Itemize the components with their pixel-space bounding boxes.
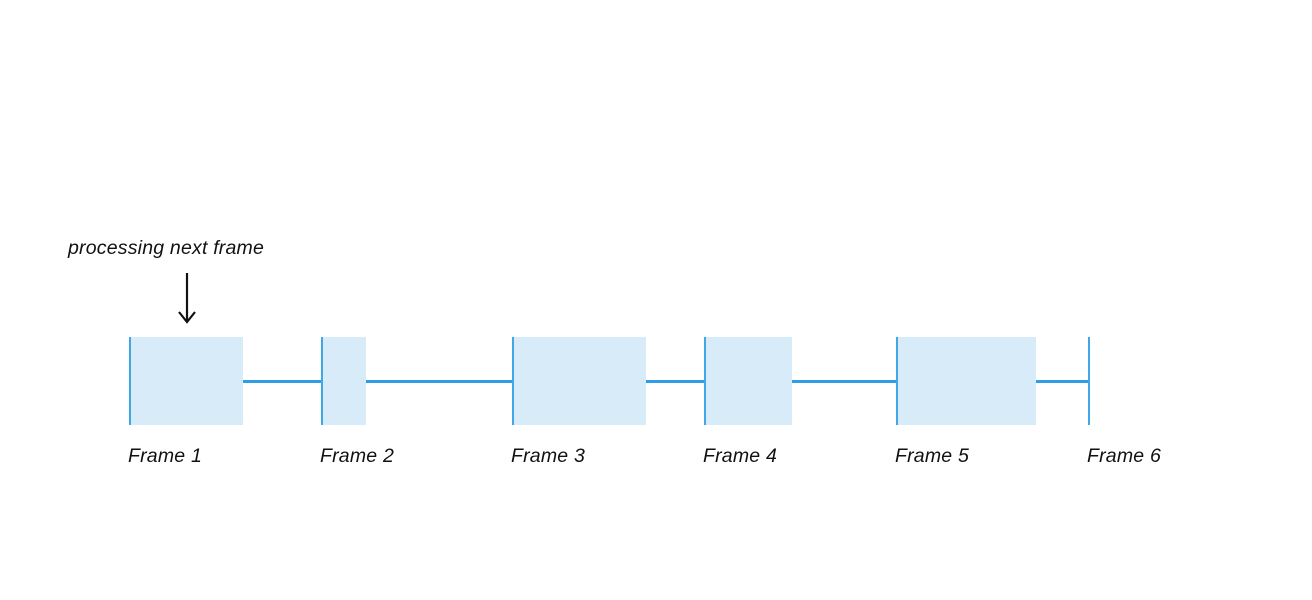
frame-tick (704, 337, 706, 425)
frame-tick (321, 337, 323, 425)
processing-block (706, 337, 792, 425)
frame-tick (1088, 337, 1090, 425)
processing-block (898, 337, 1036, 425)
frame-tick (896, 337, 898, 425)
frame-label: Frame 1 (128, 445, 203, 467)
frame-label: Frame 4 (703, 445, 778, 467)
frame-tick (512, 337, 514, 425)
processing-block (323, 337, 366, 425)
frame-label: Frame 3 (511, 445, 586, 467)
frame-label: Frame 6 (1087, 445, 1162, 467)
frame-label: Frame 5 (895, 445, 970, 467)
frame-label: Frame 2 (320, 445, 395, 467)
processing-block (514, 337, 646, 425)
processing-block (131, 337, 243, 425)
down-arrow-icon (178, 273, 196, 324)
processing-annotation-label: processing next frame (68, 237, 265, 259)
frame-tick (129, 337, 131, 425)
